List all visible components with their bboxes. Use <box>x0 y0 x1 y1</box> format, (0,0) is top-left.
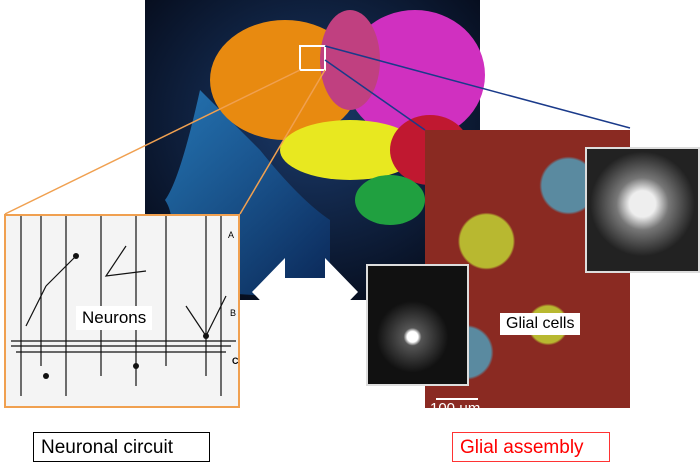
glial-cell-closeup-inset <box>585 147 700 273</box>
connector-line <box>239 69 326 215</box>
layer-label-a: A <box>228 230 235 240</box>
double-arrow-icon <box>252 258 358 326</box>
neuronal-circuit-caption: Neuronal circuit <box>33 432 210 462</box>
single-glial-cell-inset <box>366 264 469 386</box>
layer-label-b: B <box>230 308 237 318</box>
glial-cells-label: Glial cells <box>500 313 581 335</box>
glial-assembly-caption: Glial assembly <box>452 432 610 462</box>
connector-line <box>324 45 631 129</box>
connector-line <box>324 59 426 131</box>
connector-line <box>4 69 301 215</box>
neurons-label: Neurons <box>76 306 153 330</box>
scale-bar-label: 100 μm <box>430 400 481 417</box>
zoom-region-marker <box>299 45 326 71</box>
neuron-sketch <box>11 216 236 396</box>
layer-label-c: C <box>232 356 239 366</box>
scale-bar <box>436 398 478 400</box>
